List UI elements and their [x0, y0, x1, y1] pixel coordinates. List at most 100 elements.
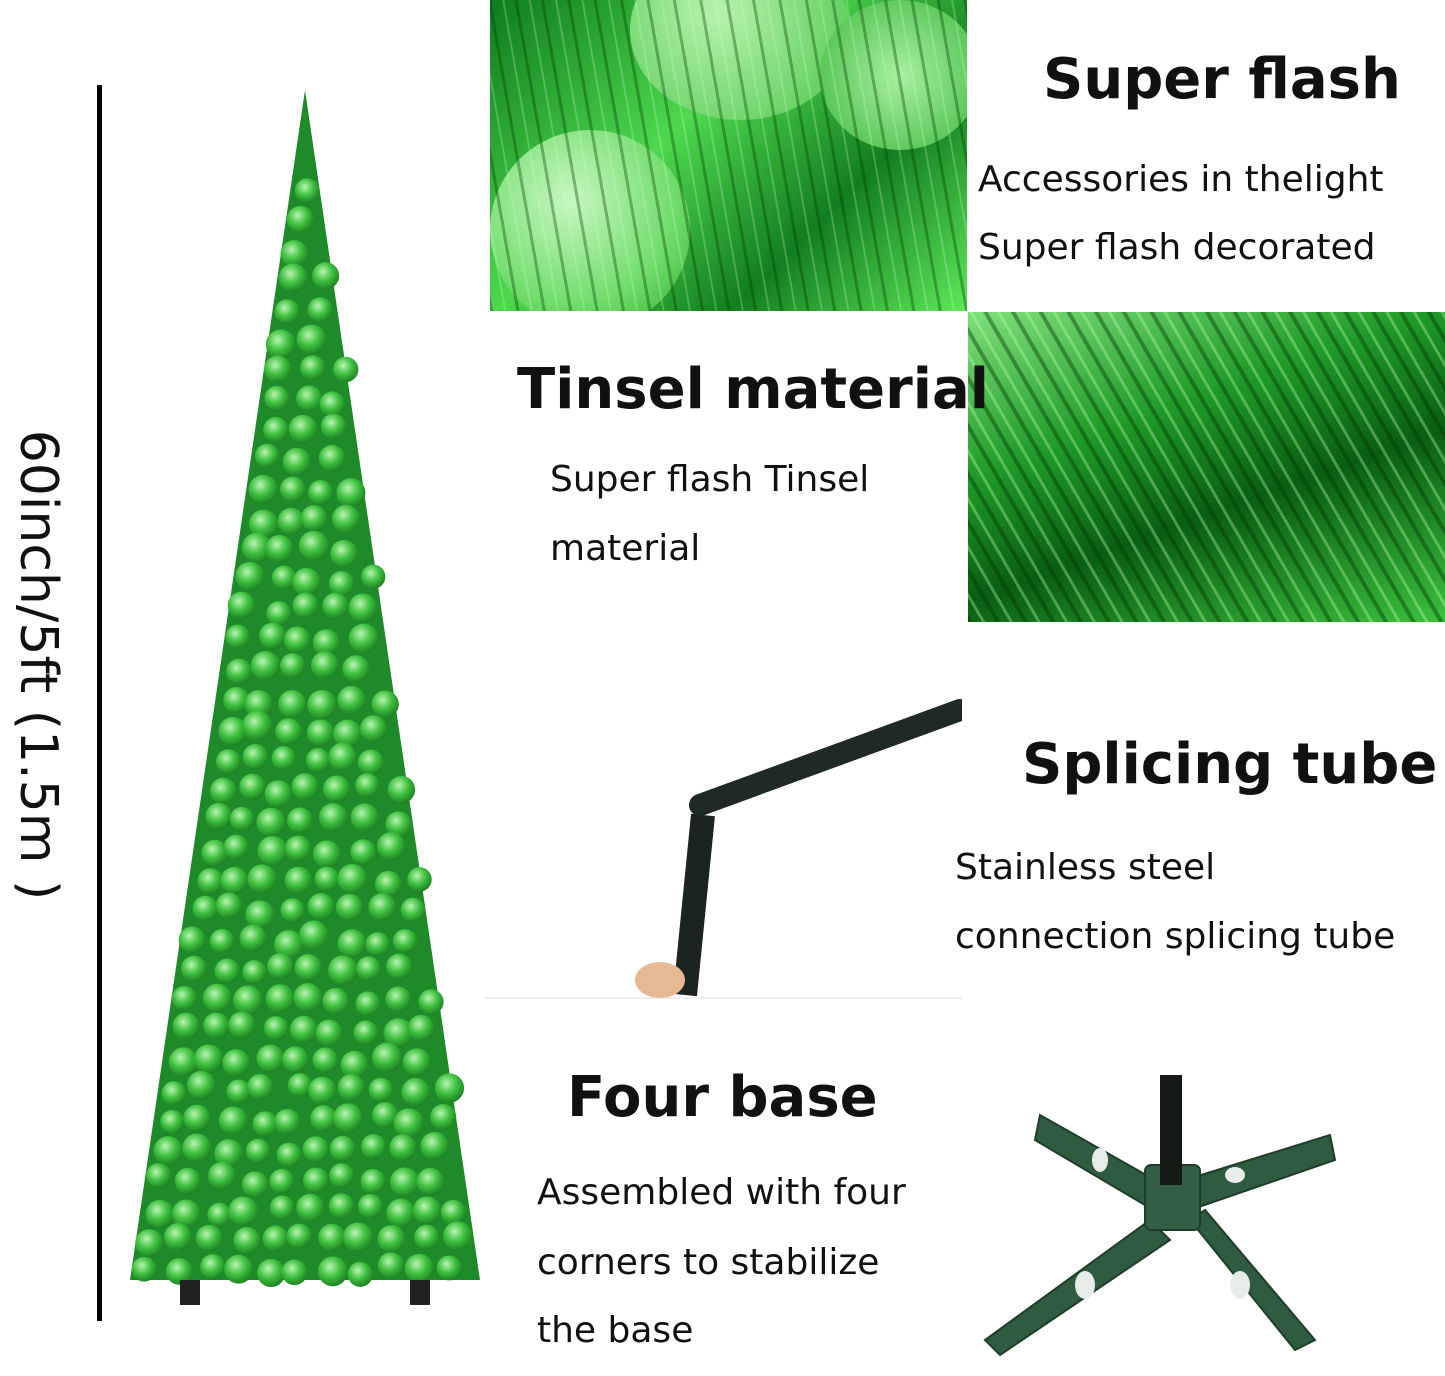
sequin — [202, 983, 232, 1013]
sequin — [401, 1077, 430, 1107]
sequin — [280, 898, 305, 923]
sequin — [443, 1221, 473, 1251]
sequin — [312, 262, 340, 290]
sequin — [280, 240, 309, 268]
sequin — [371, 690, 399, 718]
sequin — [172, 1012, 200, 1040]
splicing-tube-photo — [485, 699, 962, 999]
sequin — [355, 773, 380, 798]
sequin — [264, 385, 290, 411]
sequin — [242, 960, 267, 985]
sequin — [336, 478, 366, 508]
sequin — [259, 622, 286, 650]
sequin — [242, 710, 273, 741]
sequin — [174, 1167, 201, 1194]
sequin — [348, 623, 379, 654]
sequin — [385, 986, 411, 1012]
sequin — [347, 1261, 373, 1287]
sequin — [412, 1196, 442, 1225]
sequin — [229, 806, 254, 831]
four-base-title: Four base — [567, 1065, 878, 1130]
sequin — [302, 1136, 329, 1163]
sequin — [269, 1168, 295, 1194]
sequin — [257, 1258, 286, 1288]
sequin — [305, 748, 331, 773]
sequin — [292, 592, 319, 619]
sequin — [330, 539, 358, 568]
sequin — [192, 895, 219, 922]
sequin — [320, 413, 347, 440]
sequin — [267, 953, 294, 980]
splicing-line-2: connection splicing tube — [955, 916, 1396, 957]
sequin — [342, 655, 370, 683]
sequin — [385, 811, 412, 838]
sequin — [436, 1255, 462, 1281]
sequin — [265, 984, 295, 1013]
sequin — [368, 1077, 393, 1103]
sequin — [248, 509, 279, 539]
sequin — [209, 928, 235, 954]
sequin — [195, 1224, 223, 1252]
sequin — [233, 1226, 261, 1255]
super-flash-photo — [490, 0, 967, 311]
sequin — [145, 1199, 174, 1229]
sequin — [214, 1139, 243, 1168]
sequin — [201, 839, 228, 867]
sequin — [310, 651, 339, 680]
sequin — [264, 355, 292, 383]
sequin — [242, 744, 268, 770]
super-flash-line-2: Super flash decorated — [978, 227, 1376, 268]
tinsel-line-1: Super flash Tinsel — [550, 459, 870, 500]
sequin — [281, 1259, 308, 1286]
sequin — [223, 834, 249, 860]
super-flash-line-1: Accessories in thelight — [978, 159, 1384, 200]
sequin — [164, 1223, 192, 1251]
sequin — [207, 1202, 232, 1227]
sequin — [248, 474, 278, 504]
sequin — [392, 928, 418, 954]
sequin — [241, 532, 272, 563]
sequin — [220, 866, 248, 895]
sequin — [315, 1019, 343, 1047]
sequin — [307, 297, 333, 323]
sequin — [168, 1047, 199, 1077]
sequin — [298, 530, 329, 561]
sequin — [265, 329, 296, 360]
sequin — [329, 1163, 354, 1189]
sequin — [227, 591, 255, 619]
sequin — [319, 391, 345, 417]
sequin — [360, 1168, 386, 1195]
sequin — [256, 1044, 285, 1073]
sequin — [372, 1102, 398, 1128]
sequin — [239, 773, 266, 800]
sequin — [194, 1044, 223, 1074]
sequin — [361, 1134, 386, 1160]
sequin — [271, 565, 296, 590]
sequin — [294, 954, 322, 982]
tinsel-photo — [968, 312, 1445, 622]
sequin — [223, 687, 250, 714]
sequin — [264, 780, 292, 808]
sequin — [131, 1256, 157, 1282]
sequin — [274, 299, 300, 325]
height-label: 60inch/5ft (1.5m ) — [8, 429, 68, 901]
sequin — [291, 773, 319, 801]
sequin — [331, 504, 360, 533]
sequin — [269, 1195, 295, 1220]
sequin — [209, 777, 237, 805]
splicing-line-1: Stainless steel — [955, 847, 1216, 888]
sequin — [279, 476, 306, 503]
sequin — [387, 775, 416, 804]
sequin — [288, 414, 318, 444]
splicing-tube-title: Splicing tube — [1022, 732, 1438, 797]
sequin — [386, 953, 413, 980]
sequin — [178, 926, 206, 954]
sequin — [180, 955, 207, 982]
sequin — [386, 1198, 416, 1228]
sequin — [214, 958, 240, 984]
sequin — [348, 593, 378, 623]
sequin — [359, 715, 387, 743]
sequin — [257, 835, 288, 866]
sequin — [337, 685, 366, 715]
sequin — [286, 205, 314, 233]
